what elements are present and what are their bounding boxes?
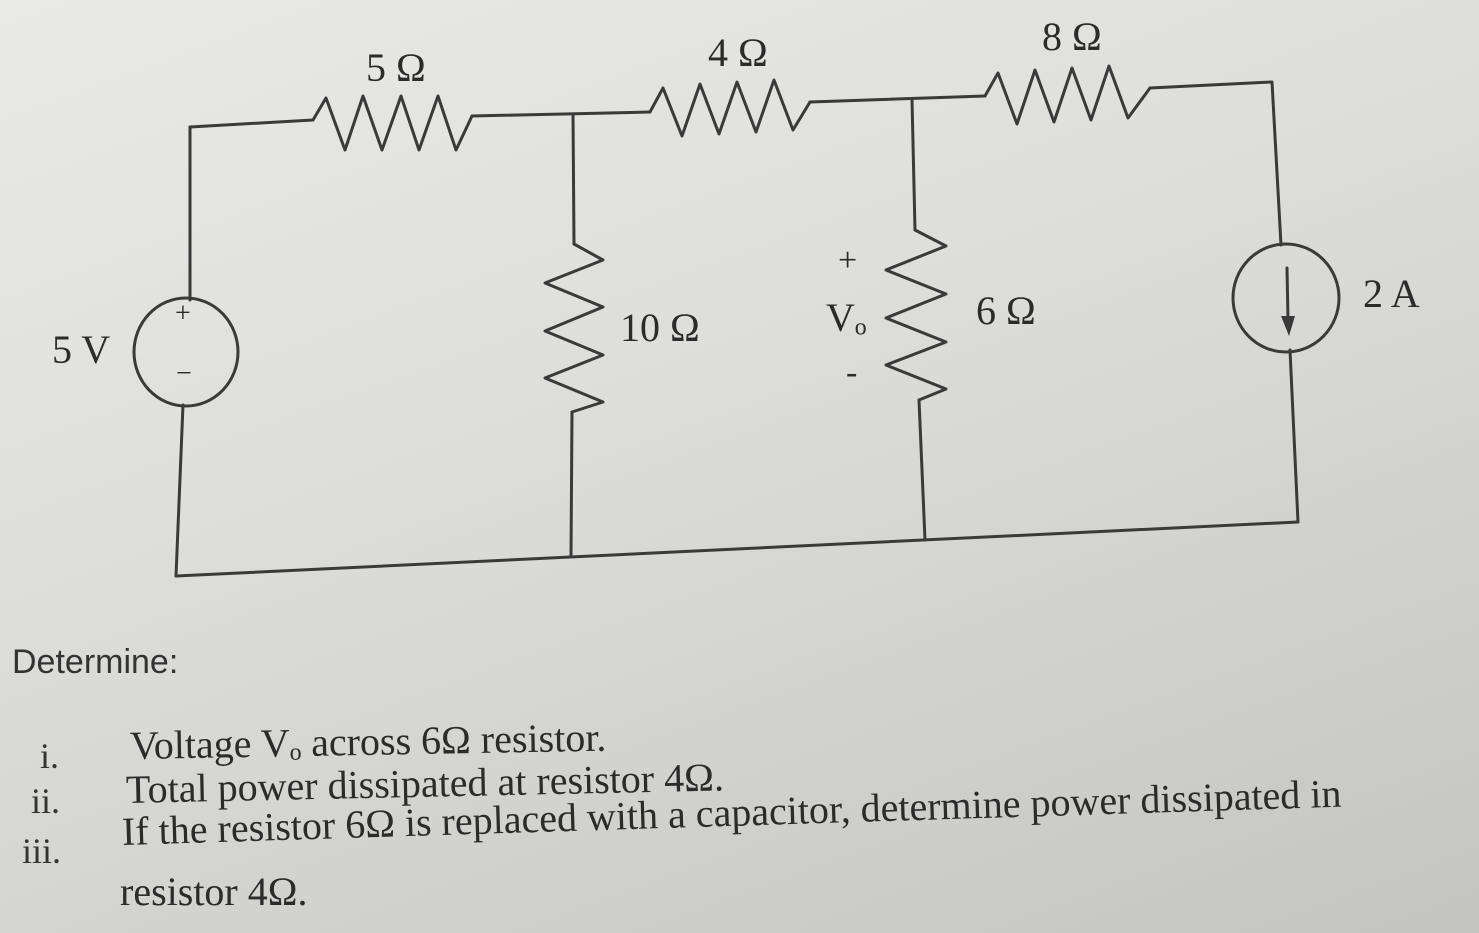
resistor-4-ohm <box>648 78 812 138</box>
resistor-10-ohm-label: 10 Ω <box>620 305 700 350</box>
wire-6-upper <box>910 97 917 232</box>
wire-bottom <box>174 520 1300 578</box>
wire-mid-upper <box>571 112 576 246</box>
current-source-label: 2 A <box>1363 271 1420 316</box>
wire-left-lower <box>174 403 185 578</box>
question-text: resistor 4Ω. <box>120 869 308 914</box>
vo-label: Vₒ <box>826 295 867 340</box>
voltage-source-label: 5 V <box>52 327 111 372</box>
question-number: i. <box>40 736 60 776</box>
question-item-3: iii. If the resistor 6Ω is replaced with… <box>0 0 1479 871</box>
resistor-8-ohm-label: 8 Ω <box>1042 14 1102 59</box>
current-source <box>1231 242 1341 354</box>
question-item-1: i. Voltage Vₒ across 6Ω resistor. <box>0 0 1479 776</box>
wire-6-lower <box>917 398 927 542</box>
vo-minus-sign: - <box>846 354 858 391</box>
question-number: iii. <box>22 831 62 871</box>
wire-top-left <box>188 118 315 129</box>
wire-right-lower <box>1288 348 1300 524</box>
current-arrow-shaft <box>1285 266 1290 322</box>
resistor-5-ohm-label: 5 Ω <box>366 45 426 90</box>
source-minus-sign: − <box>176 358 192 389</box>
voltage-source <box>132 296 240 408</box>
determine-heading: Determine: <box>12 643 179 681</box>
resistor-6-ohm-label: 6 Ω <box>976 288 1036 333</box>
resistor-6-ohm <box>884 228 948 402</box>
vo-plus-sign: + <box>838 242 858 279</box>
resistor-8-ohm <box>983 64 1152 126</box>
source-plus-sign: + <box>175 298 191 329</box>
wire-mid-lower <box>569 410 574 558</box>
question-item-3-continued: resistor 4Ω. <box>0 0 1479 914</box>
resistor-10-ohm <box>543 242 605 414</box>
wire-top-right <box>1148 80 1283 247</box>
question-number: ii. <box>31 781 61 821</box>
question-item-2: ii. Total power dissipated at resistor 4… <box>0 0 1479 821</box>
resistor-4-ohm-label: 4 Ω <box>708 30 768 75</box>
current-arrow-head <box>1281 316 1295 336</box>
wire-top-mid-right <box>808 94 987 104</box>
wire-top-left-mid <box>470 110 652 118</box>
resistor-5-ohm <box>311 94 474 152</box>
